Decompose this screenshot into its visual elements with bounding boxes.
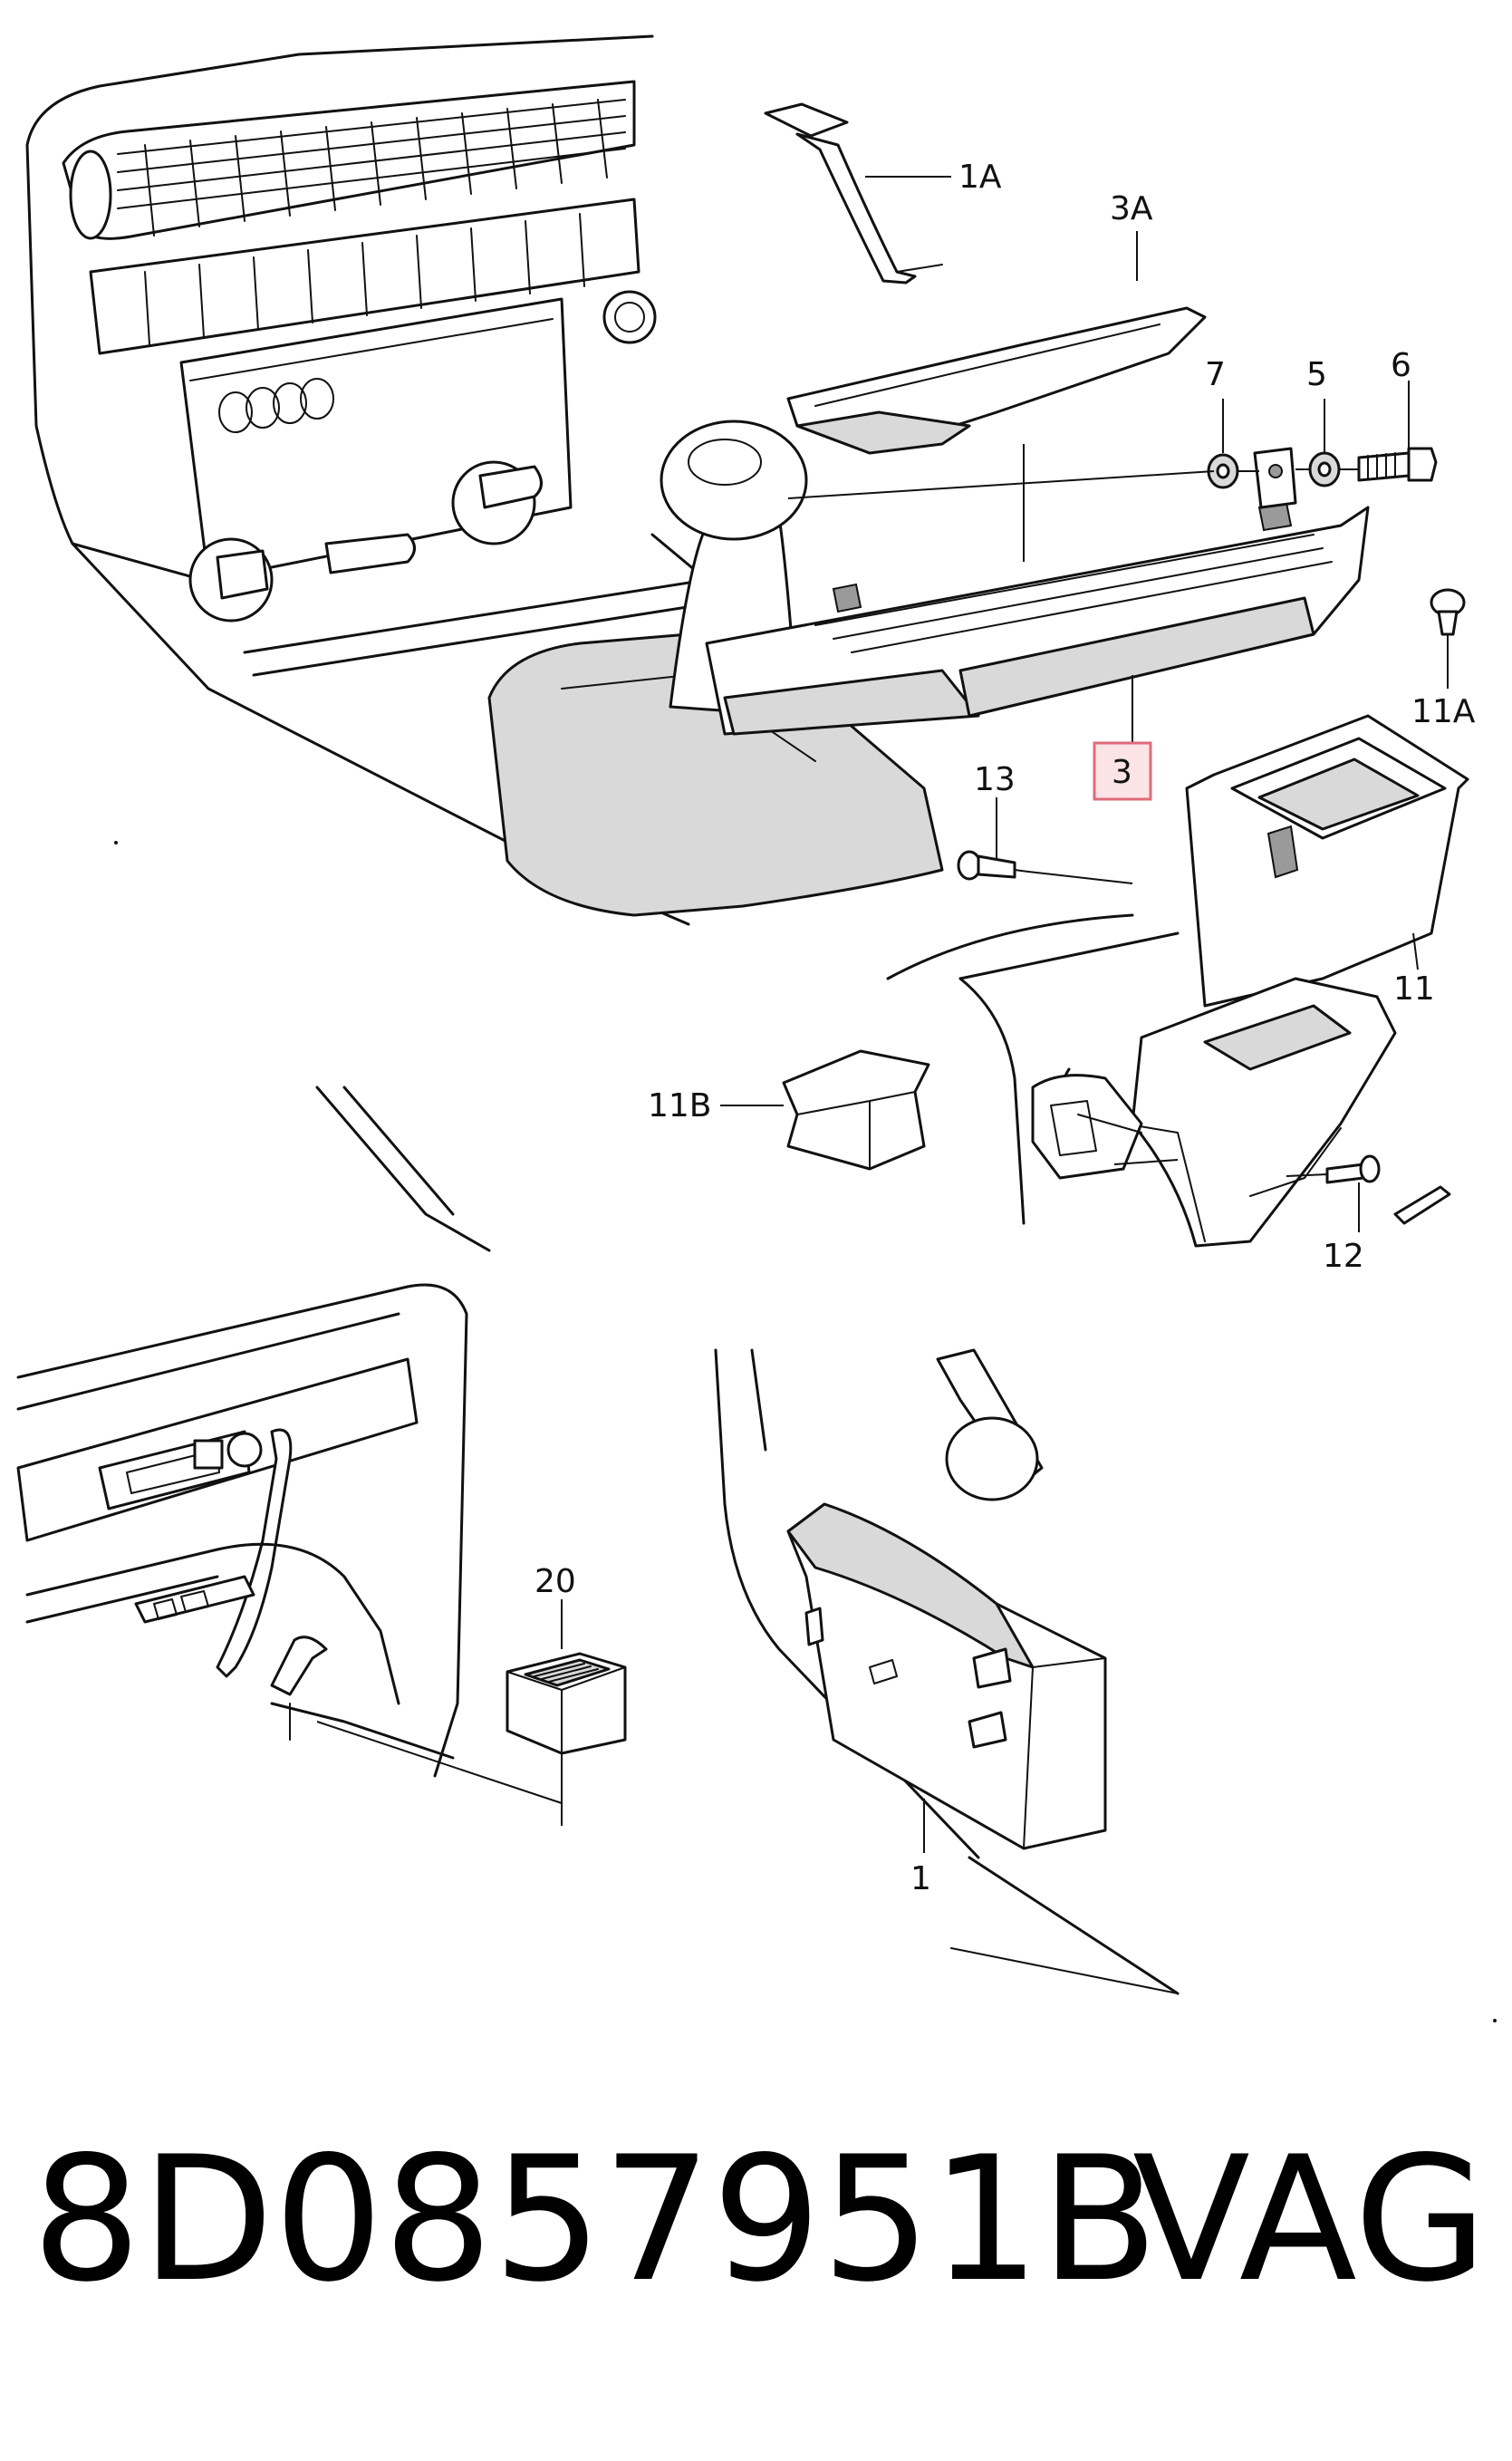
part-11b-pad	[782, 1049, 930, 1171]
part-20-storage-insert	[506, 1652, 627, 1755]
part-11-ashtray	[1122, 714, 1469, 1248]
bracket-plate	[1253, 447, 1297, 509]
callout-labels: 1A 3A 7 5 6 11A 3 13 11 11B 12 20 1	[534, 159, 1476, 1897]
brand-name: VAG	[1132, 2119, 1488, 2320]
callout-11: 11	[1393, 970, 1435, 1008]
air-vent-grille	[117, 99, 626, 236]
callout-11b: 11B	[648, 1087, 712, 1124]
door-panel	[16, 1086, 491, 1778]
leader-lines	[561, 176, 1449, 1853]
part-1-storage-box	[714, 1348, 1180, 1995]
dashboard-center-stack	[25, 34, 717, 926]
callout-3a: 3A	[1110, 190, 1153, 227]
callout-13: 13	[974, 761, 1016, 798]
part-12-cover-strip	[1393, 1185, 1451, 1225]
console-mount-surround	[886, 913, 1180, 1225]
callout-3: 3	[1112, 754, 1132, 791]
part-13-screw	[957, 850, 1029, 881]
callout-3-highlight	[1093, 741, 1152, 801]
part-1a-bracket	[764, 102, 943, 285]
part-3a-tray	[786, 306, 1207, 455]
callout-1: 1	[910, 1860, 931, 1897]
callout-12: 12	[1323, 1238, 1364, 1275]
part-number: 8D0857951B	[32, 2119, 1159, 2320]
callout-7: 7	[1205, 356, 1226, 393]
part-6-bolt	[1357, 447, 1438, 482]
callout-11a: 11A	[1411, 693, 1476, 730]
part-3-console-compartment	[705, 501, 1370, 736]
callout-1a: 1A	[958, 159, 1002, 196]
part-5-nut	[1308, 451, 1341, 487]
part-11a-clip	[1430, 588, 1466, 636]
part-12-screw	[1325, 1154, 1381, 1184]
callout-20: 20	[534, 1563, 576, 1600]
callout-5: 5	[1306, 356, 1327, 393]
brand-rings-logo	[218, 378, 334, 433]
callout-6: 6	[1391, 347, 1411, 384]
